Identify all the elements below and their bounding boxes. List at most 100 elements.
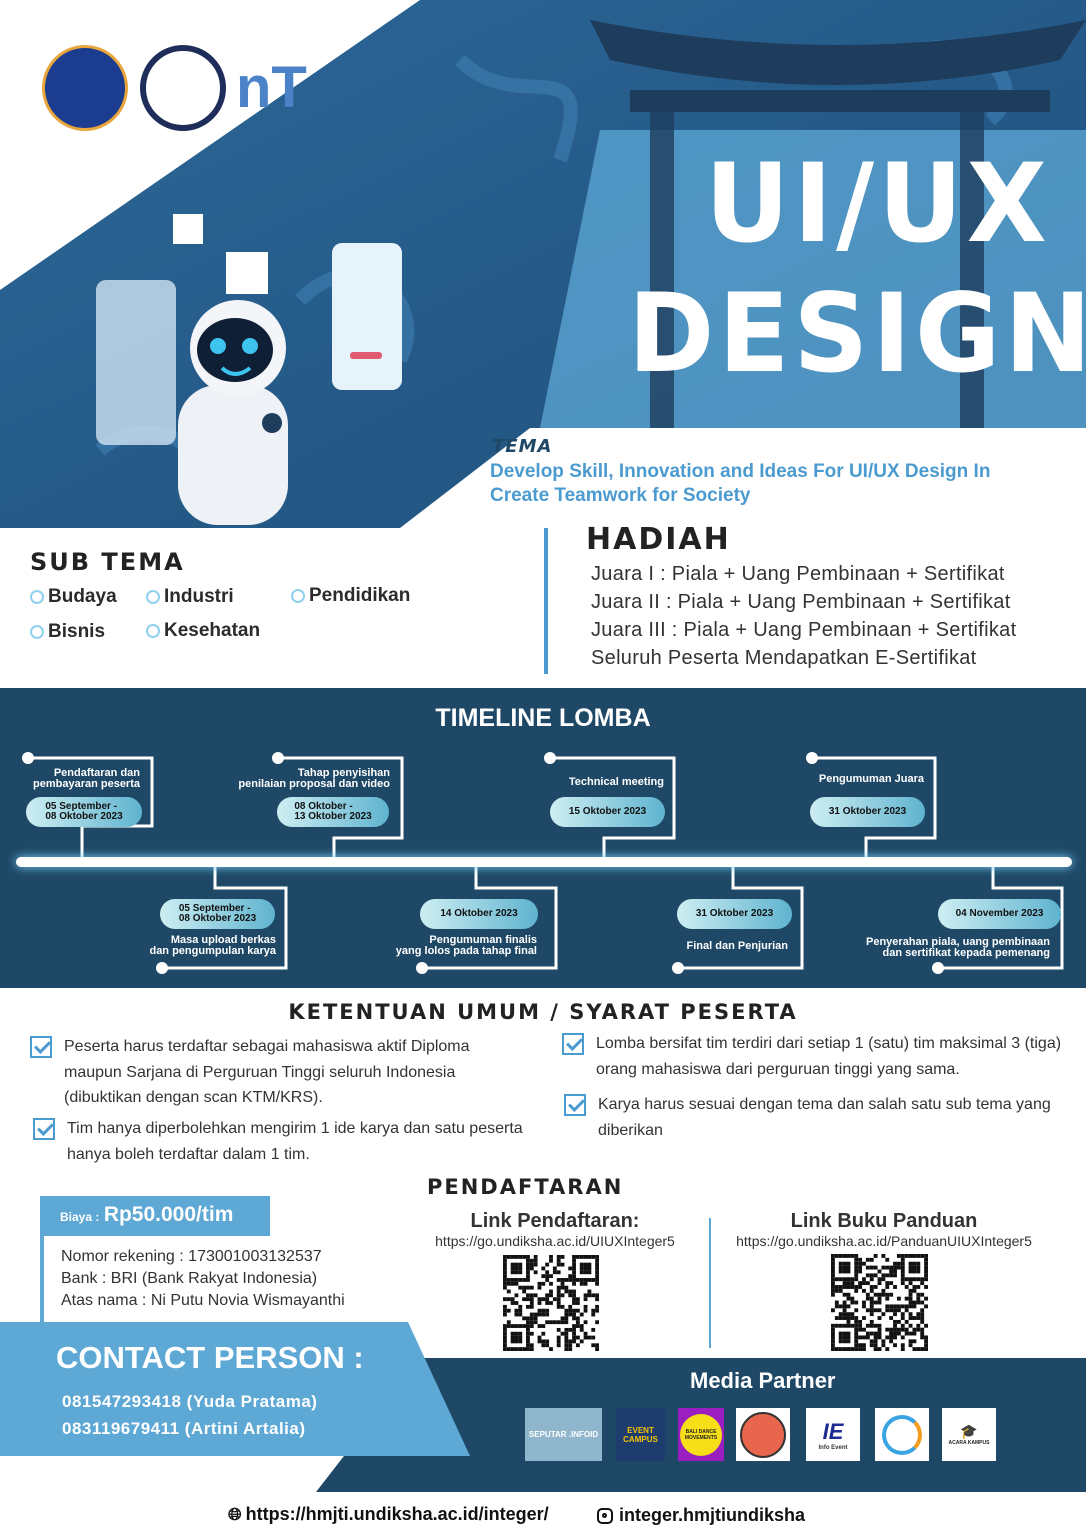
qr-module (854, 1308, 859, 1313)
qr-module (885, 1273, 890, 1278)
qr-module (908, 1277, 913, 1282)
rule-item: Karya harus sesuai dengan tema dan salah… (564, 1092, 1064, 1143)
qr-module (869, 1285, 874, 1289)
qr-module (510, 1266, 515, 1271)
qr-module (510, 1335, 515, 1340)
qr-module (572, 1301, 576, 1305)
qr-module (568, 1266, 573, 1271)
qr-module (846, 1316, 851, 1320)
link-daftar-label: Link Pendaftaran: (470, 1210, 640, 1232)
qr-module (831, 1335, 835, 1340)
qr-module (514, 1324, 519, 1328)
instagram-link[interactable]: integer.hmjtiundiksha (597, 1505, 805, 1526)
qr-module (572, 1308, 576, 1313)
link-panduan-url[interactable]: https://go.undiksha.ac.id/PanduanUIUXInt… (736, 1233, 1032, 1249)
tema-label: TEMA (492, 436, 553, 457)
qr-module (869, 1296, 874, 1301)
qr-module (564, 1320, 569, 1325)
qr-module (533, 1312, 538, 1317)
qr-module (865, 1292, 870, 1297)
website-link[interactable]: 🌐︎https://hmjti.undiksha.ac.id/integer/ (228, 1504, 549, 1525)
hmj-ti-logo (140, 45, 226, 131)
qr-module (518, 1262, 523, 1267)
qr-module (595, 1343, 599, 1348)
timeline-date-pill: 05 September - 08 Oktober 2023 (26, 797, 142, 827)
qr-module (908, 1269, 913, 1274)
bank-name: Bank : BRI (Bank Rakyat Indonesia) (61, 1270, 318, 1287)
qr-module (924, 1296, 928, 1301)
qr-module (572, 1327, 576, 1332)
qr-module (838, 1335, 843, 1340)
instagram-handle[interactable]: integer.hmjtiundiksha (619, 1505, 806, 1525)
qr-code-pendaftaran[interactable] (503, 1255, 599, 1351)
prize-item: Juara III : Piala + Uang Pembinaan + Ser… (591, 619, 1017, 641)
qr-module (575, 1335, 580, 1340)
qr-module (924, 1257, 928, 1262)
sub-tema-bisnis: Bisnis (30, 621, 105, 643)
contact-list: 081547293418 (Yuda Pratama) 083119679411… (62, 1388, 317, 1442)
globe-icon: 🌐︎ (228, 1504, 242, 1524)
qr-module (526, 1320, 530, 1325)
qr-module (510, 1339, 515, 1344)
contact-person[interactable]: 083119679411 (Artini Artalia) (62, 1419, 306, 1438)
qr-module (831, 1292, 835, 1297)
qr-module (514, 1262, 519, 1267)
qr-module (920, 1300, 925, 1305)
qr-module (850, 1323, 855, 1328)
qr-module (912, 1261, 917, 1266)
sub-tema-heading: SUB TEMA (30, 548, 185, 576)
qr-module (514, 1281, 519, 1286)
qr-module (591, 1343, 596, 1348)
qr-module (896, 1254, 901, 1258)
qr-module (518, 1266, 523, 1271)
qr-module (862, 1327, 866, 1332)
qr-module (904, 1308, 909, 1313)
qr-module (854, 1265, 859, 1270)
qr-module (862, 1304, 866, 1309)
qr-module (900, 1343, 905, 1348)
qr-module (838, 1269, 843, 1274)
qr-module (854, 1327, 859, 1332)
qr-code-panduan[interactable] (831, 1254, 928, 1351)
sub-tema-pendidikan: Pendidikan (291, 585, 410, 607)
qr-module (564, 1289, 569, 1294)
contact-person[interactable]: 081547293418 (Yuda Pratama) (62, 1392, 318, 1411)
link-daftar-url[interactable]: https://go.undiksha.ac.id/UIUXInteger5 (435, 1233, 675, 1249)
qr-module (545, 1301, 550, 1305)
qr-module (846, 1319, 851, 1324)
qr-module (885, 1285, 890, 1289)
qr-module (862, 1300, 866, 1305)
qr-module (529, 1343, 534, 1348)
sub-tema-label: Pendidikan (309, 585, 411, 606)
qr-module (568, 1274, 573, 1279)
qr-module (579, 1312, 584, 1317)
qr-module (900, 1281, 905, 1286)
qr-module (877, 1308, 882, 1313)
qr-module (514, 1335, 519, 1340)
qr-module (572, 1281, 576, 1286)
qr-module (842, 1339, 847, 1344)
qr-module (518, 1304, 523, 1309)
qr-module (831, 1257, 835, 1262)
timeline-event-label: Masa upload berkas dan pengumpulan karya (149, 934, 276, 957)
timeline-event-label: Pengumuman Juara (818, 773, 924, 785)
qr-module (595, 1297, 599, 1302)
qr-module (503, 1324, 507, 1328)
qr-module (564, 1335, 569, 1340)
qr-module (831, 1323, 835, 1328)
qr-module (858, 1285, 863, 1289)
media-partner-logo: 🎓ACARA KAMPUS (942, 1408, 996, 1461)
checkbox-checked-icon (33, 1118, 55, 1140)
website-url[interactable]: https://hmjti.undiksha.ac.id/integer/ (245, 1504, 549, 1524)
qr-module (579, 1281, 584, 1286)
qr-module (583, 1262, 588, 1267)
qr-module (529, 1324, 534, 1328)
qr-module (893, 1343, 897, 1348)
qr-module (556, 1327, 561, 1332)
qr-module (568, 1312, 573, 1317)
qr-module (503, 1335, 507, 1340)
qr-module (889, 1308, 894, 1313)
sub-tema-label: Budaya (48, 586, 117, 607)
qr-module (526, 1262, 530, 1267)
qr-module (572, 1312, 576, 1317)
